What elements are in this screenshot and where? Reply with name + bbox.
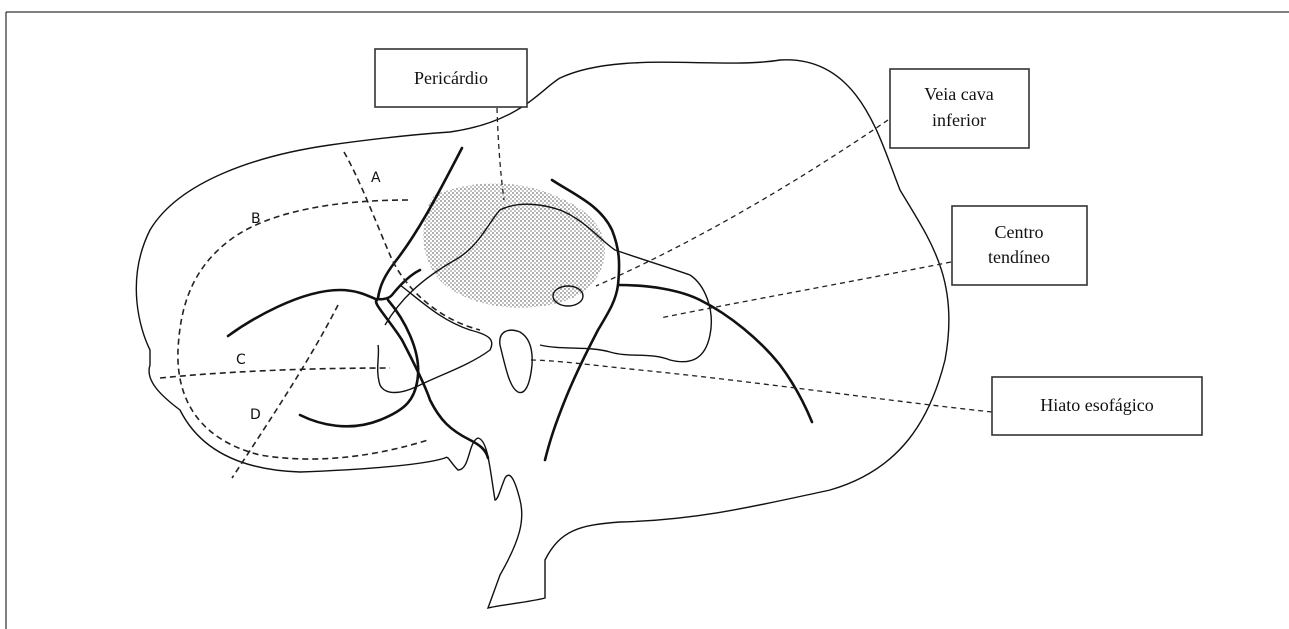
letter-a: A	[371, 170, 381, 186]
line-c	[160, 368, 390, 378]
label-box-veia-cava	[890, 69, 1029, 148]
right-crus-line	[618, 285, 812, 422]
central-tendon-left-lobe	[378, 285, 492, 393]
left-crus-line	[228, 290, 488, 458]
label-centro-line2: tendíneo	[988, 247, 1050, 267]
letter-b: B	[251, 211, 261, 227]
label-box-centro-tendineo	[952, 206, 1087, 285]
label-centro-line1: Centro	[995, 222, 1044, 242]
letter-c: C	[236, 352, 246, 368]
leader-veia-cava	[596, 120, 888, 286]
label-veia-cava-line1: Veia cava	[924, 84, 993, 104]
esophageal-hiatus	[500, 330, 532, 392]
left-lower-arc	[300, 300, 418, 426]
leader-hiato	[528, 360, 992, 412]
label-veia-cava-line2: inferior	[932, 110, 986, 130]
diaphragm-outline	[136, 60, 949, 608]
label-hiato: Hiato esofágico	[1040, 395, 1153, 415]
letter-d: D	[250, 407, 261, 423]
line-b	[178, 200, 428, 459]
label-pericardio: Pericárdio	[414, 68, 488, 88]
